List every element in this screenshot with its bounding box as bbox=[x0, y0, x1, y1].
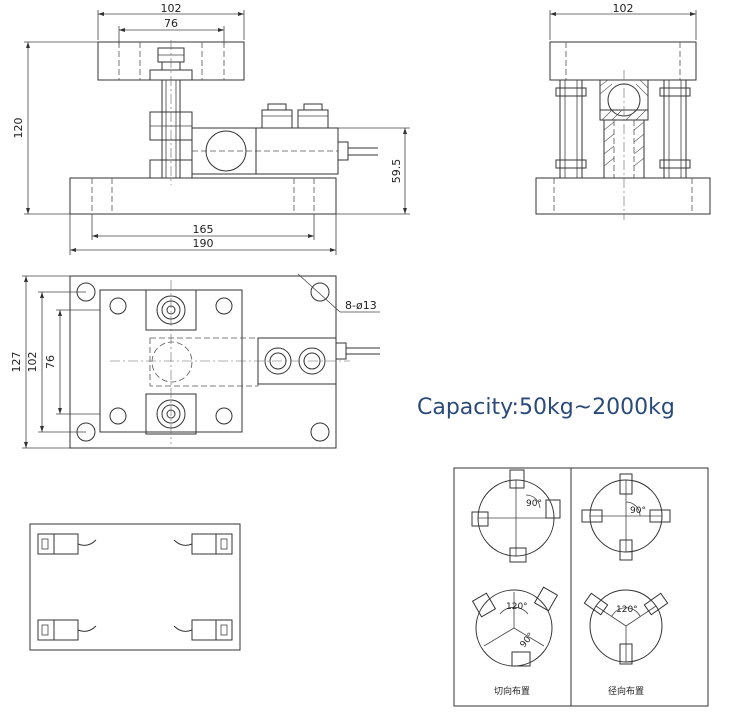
radial-angle-top: 90° bbox=[630, 506, 646, 516]
tangential-angle-top: 90° bbox=[526, 499, 542, 509]
arrangement-panel: 90° 120° 90° 90° 120° bbox=[453, 467, 709, 707]
hole-label: 8-ø13 bbox=[345, 299, 377, 312]
plan-view-labels: 127 102 76 8-ø13 bbox=[10, 299, 377, 373]
dim-plan-outer: 127 bbox=[10, 352, 23, 373]
four-cell-layout bbox=[29, 523, 241, 651]
front-view-labels: 102 76 120 59.5 165 190 bbox=[12, 2, 403, 250]
radial-caption: 径向布置 bbox=[608, 687, 645, 697]
front-view bbox=[24, 10, 410, 255]
capacity-text: Capacity:50kg~2000kg bbox=[417, 395, 675, 420]
side-view bbox=[535, 10, 711, 220]
tangential-angle-120: 120° bbox=[506, 602, 528, 612]
tangential-angle-bottom: 90° bbox=[519, 631, 537, 650]
plan-view bbox=[22, 273, 380, 449]
tangential-caption: 切向布置 bbox=[494, 687, 531, 697]
dim-top-inner: 76 bbox=[164, 17, 178, 30]
dim-plan-inner: 76 bbox=[44, 355, 57, 369]
dim-side-width: 102 bbox=[613, 2, 634, 15]
dim-base-outer: 190 bbox=[193, 237, 214, 250]
radial-angle-120: 120° bbox=[616, 605, 638, 615]
dim-base-inner: 165 bbox=[193, 223, 214, 236]
dim-height: 120 bbox=[12, 118, 25, 139]
dim-plan-mid: 102 bbox=[26, 352, 39, 373]
dim-mid-height: 59.5 bbox=[390, 159, 403, 184]
dim-top-outer: 102 bbox=[161, 2, 182, 15]
